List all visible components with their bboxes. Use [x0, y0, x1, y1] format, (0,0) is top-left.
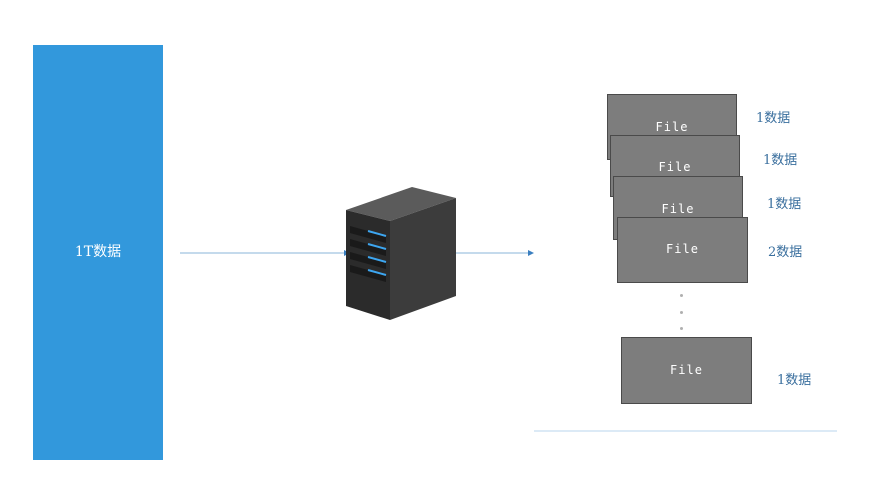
file-box-5-title: File [670, 363, 703, 377]
ellipsis-dot-1 [680, 294, 683, 297]
ellipsis-dot-2 [680, 311, 683, 314]
file-box-4: File [617, 217, 748, 283]
file-label-1: 1数据 [756, 111, 791, 126]
file-box-5: File [621, 337, 752, 404]
file-label-2: 1数据 [763, 153, 798, 168]
server-tower-icon [346, 187, 456, 320]
arrowhead-to-files [528, 250, 534, 256]
file-label-3: 1数据 [767, 197, 802, 212]
file-box-1-title: File [655, 120, 689, 134]
source-data-label: 1T数据 [74, 244, 122, 260]
file-box-3-title: File [661, 202, 695, 216]
file-box-4-title: File [666, 242, 699, 256]
ellipsis-dot-3 [680, 327, 683, 330]
file-label-5: 1数据 [777, 373, 812, 388]
file-box-2-title: File [658, 160, 692, 174]
source-data-block: 1T数据 [33, 45, 163, 460]
file-label-4: 2数据 [768, 245, 803, 260]
